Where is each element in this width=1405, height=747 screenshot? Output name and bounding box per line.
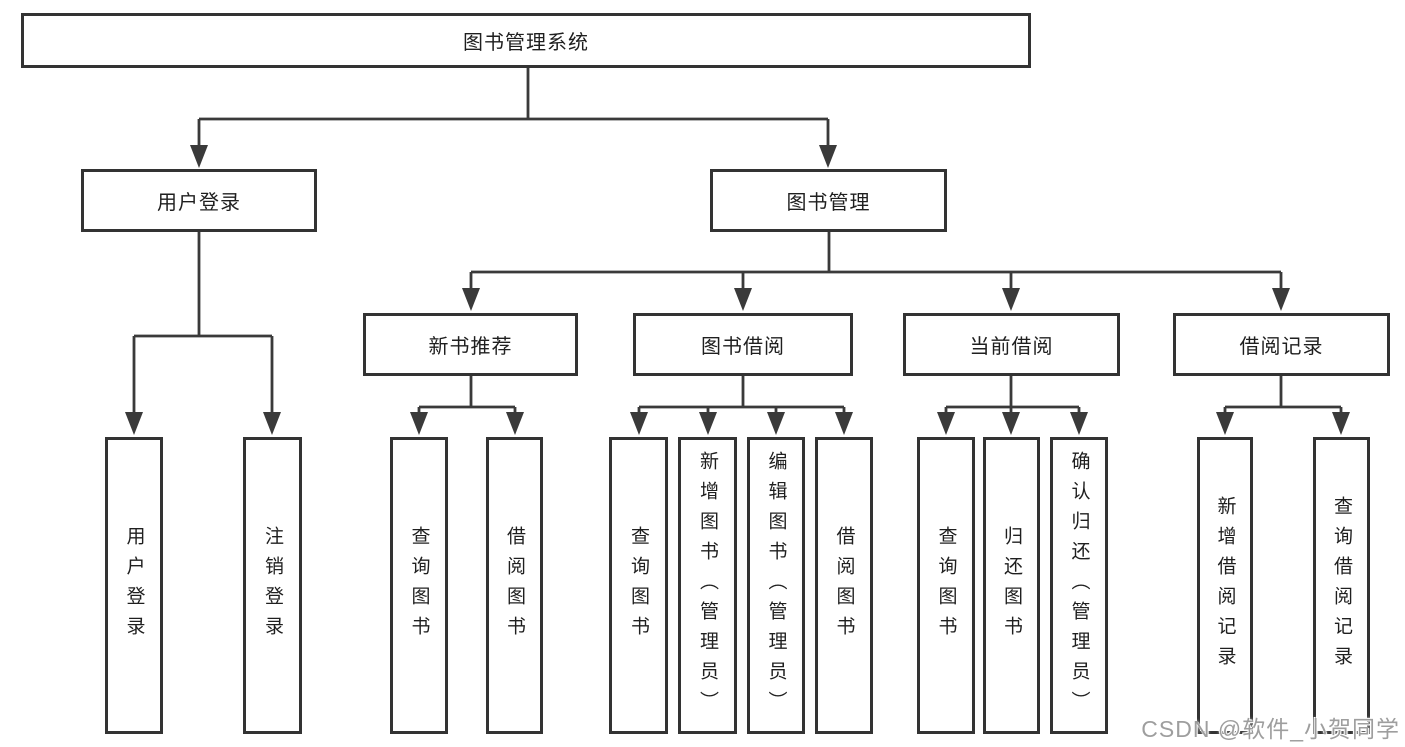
leaf-bb-edit-books-admin: 编辑图书（管理员）: [747, 437, 805, 734]
arrowhead-icon: [410, 412, 428, 435]
node-borrow-records: 借阅记录: [1173, 313, 1390, 376]
leaf-cb-query-books: 查询图书: [917, 437, 975, 734]
node-book-mgmt: 图书管理: [710, 169, 947, 232]
arrowhead-icon: [699, 412, 717, 435]
arrowhead-icon: [767, 412, 785, 435]
leaf-cb-return-books-label: 归还图书: [1001, 525, 1022, 646]
node-root-label: 图书管理系统: [463, 32, 589, 54]
leaf-bb-add-books-admin: 新增图书（管理员）: [678, 437, 737, 734]
node-new-book-rec: 新书推荐: [363, 313, 578, 376]
arrowhead-icon: [1002, 412, 1020, 435]
node-current-borrow: 当前借阅: [903, 313, 1120, 376]
node-user-login: 用户登录: [81, 169, 317, 232]
leaf-bb-add-books-admin-label: 新增图书（管理员）: [697, 450, 718, 721]
node-borrow-records-label: 借阅记录: [1239, 336, 1324, 358]
leaf-cb-return-books: 归还图书: [983, 437, 1040, 734]
leaf-rec-borrow-books: 借阅图书: [486, 437, 543, 734]
node-user-login-label: 用户登录: [157, 192, 241, 214]
arrowhead-icon: [462, 288, 480, 311]
leaf-bb-borrow-books-label: 借阅图书: [833, 525, 855, 646]
arrowhead-icon: [1272, 288, 1290, 311]
leaf-cb-confirm-return-admin-label: 确认归还（管理员）: [1068, 450, 1090, 721]
node-book-borrow-label: 图书借阅: [701, 336, 785, 358]
node-current-borrow-label: 当前借阅: [969, 336, 1054, 358]
node-root: 图书管理系统: [21, 13, 1031, 68]
leaf-br-query-record: 查询借阅记录: [1313, 437, 1370, 734]
leaf-rec-query-books: 查询图书: [390, 437, 448, 734]
leaf-bb-edit-books-admin-label: 编辑图书（管理员）: [765, 450, 787, 721]
leaf-cb-query-books-label: 查询图书: [935, 525, 957, 646]
leaf-bb-query-books: 查询图书: [609, 437, 668, 734]
arrowhead-icon: [1216, 412, 1234, 435]
node-book-borrow: 图书借阅: [633, 313, 853, 376]
watermark: CSDN @软件_小贺同学: [1141, 716, 1400, 742]
arrowhead-icon: [819, 145, 837, 168]
arrowhead-icon: [835, 412, 853, 435]
arrowhead-icon: [1070, 412, 1088, 435]
leaf-user-login: 用户登录: [105, 437, 163, 734]
arrowhead-icon: [125, 412, 143, 435]
node-book-mgmt-label: 图书管理: [786, 192, 871, 214]
leaf-cb-confirm-return-admin: 确认归还（管理员）: [1050, 437, 1108, 734]
arrowhead-icon: [734, 288, 752, 311]
leaf-bb-borrow-books: 借阅图书: [815, 437, 873, 734]
leaf-bb-query-books-label: 查询图书: [628, 525, 649, 646]
node-new-book-rec-label: 新书推荐: [428, 336, 513, 358]
arrowhead-icon: [263, 412, 281, 435]
leaf-rec-borrow-books-label: 借阅图书: [504, 525, 525, 646]
arrowhead-icon: [190, 145, 208, 168]
arrowhead-icon: [506, 412, 524, 435]
arrowhead-icon: [1332, 412, 1350, 435]
arrowhead-icon: [630, 412, 648, 435]
leaf-logout-label: 注销登录: [262, 525, 283, 646]
leaf-logout: 注销登录: [243, 437, 302, 734]
arrowhead-icon: [1002, 288, 1020, 311]
leaf-br-query-record-label: 查询借阅记录: [1331, 495, 1352, 676]
leaf-br-add-record: 新增借阅记录: [1197, 437, 1253, 734]
arrowhead-icon: [937, 412, 955, 435]
leaf-rec-query-books-label: 查询图书: [408, 525, 430, 646]
leaf-br-add-record-label: 新增借阅记录: [1214, 495, 1236, 676]
leaf-user-login-label: 用户登录: [123, 525, 145, 646]
